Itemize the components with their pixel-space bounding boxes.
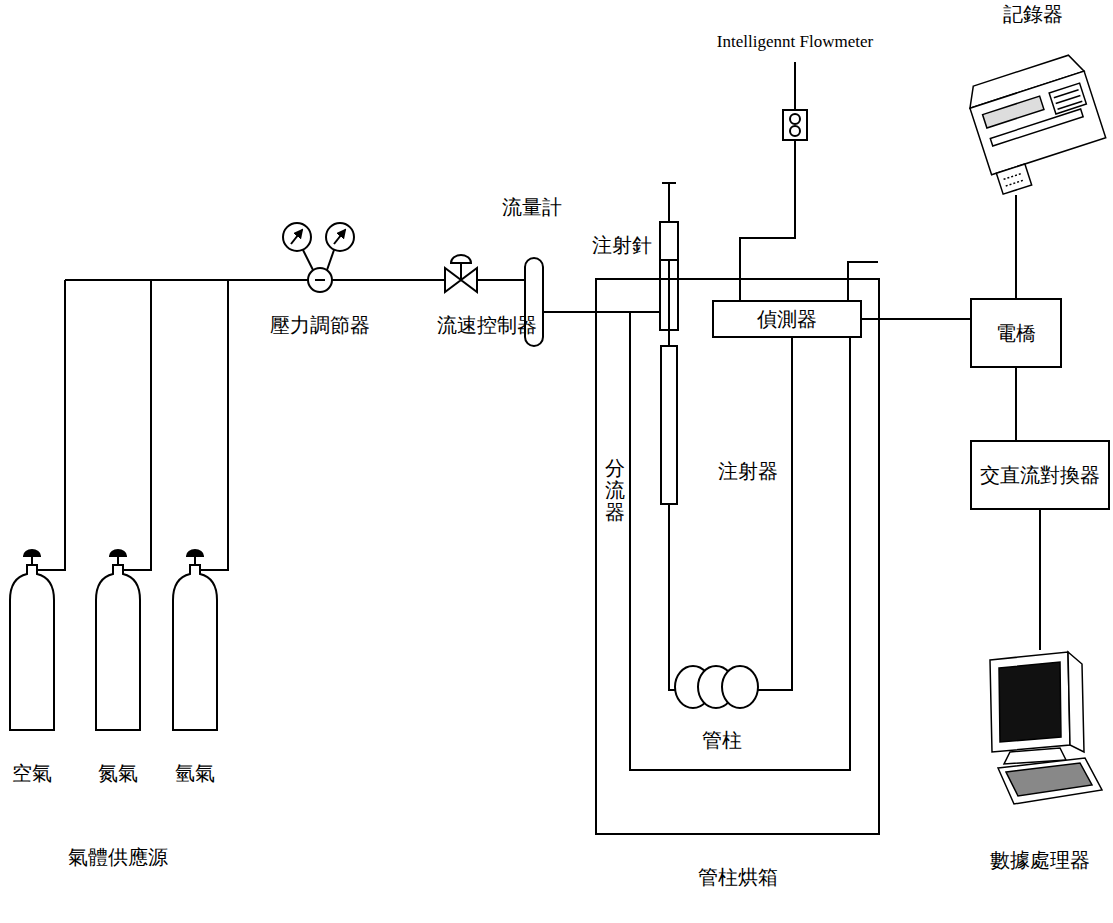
gas-label: 空氣 bbox=[12, 761, 52, 785]
flow-sensor-symbol bbox=[783, 110, 807, 140]
gas-label: 氮氣 bbox=[98, 761, 138, 785]
signal-wire bbox=[1039, 510, 1041, 650]
column-lines bbox=[630, 62, 878, 770]
part-label: 流速控制器 bbox=[437, 313, 537, 337]
part-label: 管柱 bbox=[702, 728, 742, 752]
injector-tube: 注射器 bbox=[660, 345, 678, 505]
syringe-symbol bbox=[660, 183, 678, 345]
node-label: 管柱烘箱 bbox=[597, 865, 878, 889]
flowmeter-caption: Intelligennt Flowmeter bbox=[717, 32, 873, 52]
node-label: 偵測器 bbox=[757, 307, 817, 331]
computer-illustration bbox=[990, 652, 1102, 804]
part-label: 分流器 bbox=[605, 457, 625, 523]
pressure-regulator-symbol bbox=[283, 223, 354, 292]
converter-box: 交直流對換器 bbox=[970, 440, 1110, 510]
node-label: 數據處理器 bbox=[970, 848, 1110, 872]
recorder-illustration bbox=[964, 52, 1113, 196]
part-label: 流量計 bbox=[502, 195, 562, 219]
bridge-box: 電橋 bbox=[970, 298, 1062, 368]
part-label: 注射針 bbox=[592, 233, 652, 257]
group-label: 氣體供應源 bbox=[68, 845, 168, 869]
recorder-device: 記錄器 bbox=[960, 2, 1105, 195]
gas-cylinders bbox=[10, 550, 217, 730]
gas-label: 氫氣 bbox=[175, 761, 215, 785]
node-label: 交直流對換器 bbox=[980, 463, 1100, 487]
node-label: 注射器 bbox=[718, 459, 778, 483]
node-label: 記錄器 bbox=[960, 2, 1105, 26]
gas-lines bbox=[37, 280, 660, 570]
part-label: 壓力調節器 bbox=[270, 313, 370, 337]
signal-wire bbox=[1015, 195, 1017, 298]
node-label: 電橋 bbox=[996, 321, 1036, 345]
signal-wire bbox=[1015, 368, 1017, 440]
data-processor-device: 數據處理器 bbox=[970, 650, 1110, 872]
detector-box: 偵測器 bbox=[712, 300, 862, 338]
column-coil bbox=[675, 666, 758, 708]
flow-valve-symbol bbox=[445, 255, 477, 292]
